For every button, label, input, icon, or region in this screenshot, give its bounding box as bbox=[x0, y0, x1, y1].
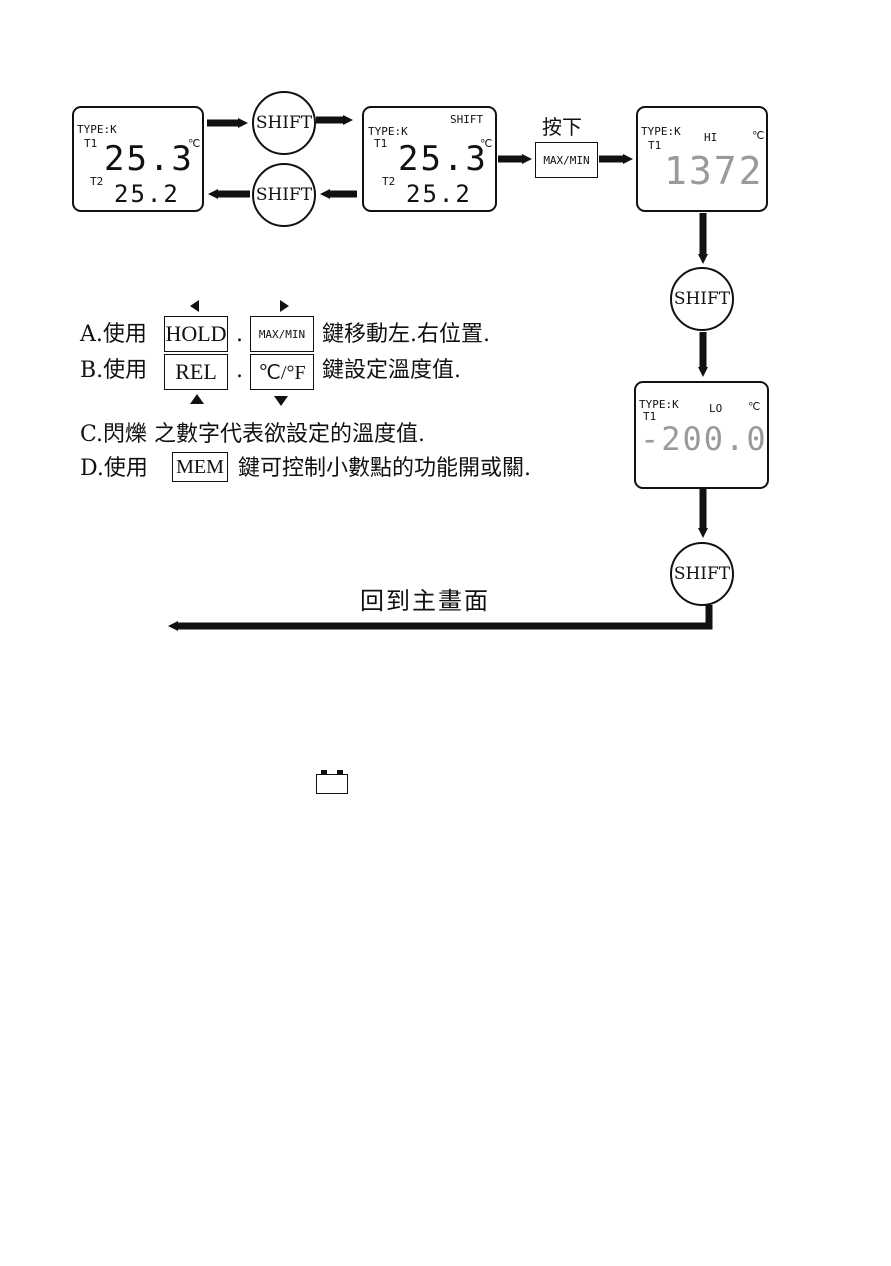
instruction-a-prefix: A.使用 bbox=[80, 322, 147, 347]
type-label: TYPE:K bbox=[368, 126, 408, 137]
lo-value: -200.0 bbox=[640, 423, 768, 455]
t2-value: 25.2 bbox=[114, 182, 180, 206]
instruction-b: B.使用 bbox=[80, 358, 147, 384]
type-label: TYPE:K bbox=[77, 124, 117, 135]
max-min-key-instruction[interactable]: MAX/MIN bbox=[250, 316, 314, 352]
unit-label: ℃ bbox=[752, 130, 764, 141]
t1-label: T1 bbox=[84, 138, 97, 149]
instruction-c: C.閃爍 之數字代表欲設定的溫度值. bbox=[80, 422, 425, 448]
press-label: 按下 bbox=[542, 117, 582, 137]
up-arrow-icon bbox=[190, 394, 204, 404]
hi-value: 1372 bbox=[664, 152, 764, 190]
t2-label: T2 bbox=[90, 176, 103, 187]
right-arrow-icon bbox=[280, 300, 289, 312]
rel-key[interactable]: REL bbox=[164, 354, 228, 390]
instruction-b-sep: . bbox=[236, 358, 243, 384]
instruction-a-suffix: 鍵移動左.右位置. bbox=[322, 322, 490, 348]
lcd-screen-hi: TYPE:K HI ℃ T1 1372 bbox=[636, 106, 768, 212]
mem-key[interactable]: MEM bbox=[172, 452, 228, 482]
lo-label: LO bbox=[709, 403, 722, 414]
max-min-key[interactable]: MAX/MIN bbox=[535, 142, 598, 178]
unit-toggle-key[interactable]: ℃/°F bbox=[250, 354, 314, 390]
t1-label: T1 bbox=[374, 138, 387, 149]
mode-label: SHIFT bbox=[450, 114, 483, 125]
type-label: TYPE:K bbox=[641, 126, 681, 137]
shift-button-right-1[interactable]: SHIFT bbox=[670, 267, 734, 331]
return-to-main-label: 回到主畫面 bbox=[360, 588, 490, 614]
unit-label: ℃ bbox=[748, 401, 760, 412]
shift-button-top[interactable]: SHIFT bbox=[252, 91, 316, 155]
shift-button-right-2[interactable]: SHIFT bbox=[670, 542, 734, 606]
left-arrow-icon bbox=[190, 300, 199, 312]
t2-value: 25.2 bbox=[406, 182, 472, 206]
hi-label: HI bbox=[704, 132, 717, 143]
instruction-d-suffix: 鍵可控制小數點的功能開或關. bbox=[238, 456, 531, 482]
type-label: TYPE:K bbox=[639, 399, 679, 410]
t2-label: T2 bbox=[382, 176, 395, 187]
battery-icon bbox=[316, 774, 348, 794]
instruction-b-prefix: B.使用 bbox=[80, 358, 147, 383]
instruction-d: D.使用 bbox=[80, 456, 148, 482]
shift-button-bottom[interactable]: SHIFT bbox=[252, 163, 316, 227]
instruction-a: A.使用 bbox=[80, 322, 147, 348]
instruction-b-suffix: 鍵設定溫度值. bbox=[322, 358, 461, 384]
t1-label: T1 bbox=[648, 140, 661, 151]
unit-label: ℃ bbox=[188, 138, 200, 149]
t1-value: 25.3 bbox=[398, 142, 488, 176]
lcd-screen-lo: TYPE:K T1 LO ℃ -200.0 bbox=[634, 381, 769, 489]
t1-value: 25.3 bbox=[104, 142, 194, 176]
instruction-a-sep: . bbox=[236, 322, 243, 348]
instruction-d-prefix: D.使用 bbox=[80, 456, 148, 481]
unit-label: ℃ bbox=[480, 138, 492, 149]
down-arrow-icon bbox=[274, 396, 288, 406]
hold-key[interactable]: HOLD bbox=[164, 316, 228, 352]
lcd-screen-shift: SHIFT TYPE:K T1 25.3 ℃ T2 25.2 bbox=[362, 106, 497, 212]
lcd-screen-main: TYPE:K T1 25.3 ℃ T2 25.2 bbox=[72, 106, 204, 212]
